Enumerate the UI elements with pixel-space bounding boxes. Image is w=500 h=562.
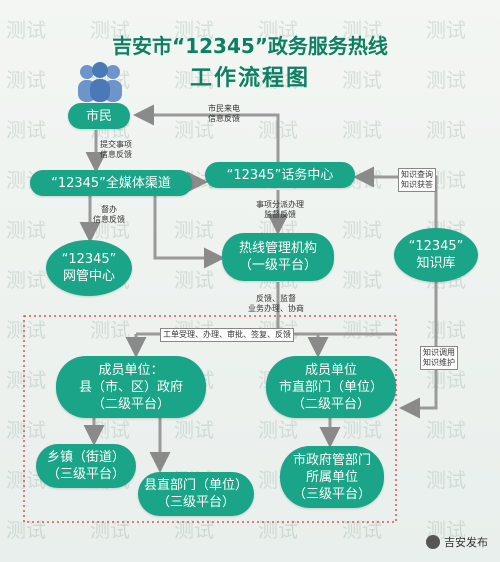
node-network-center: “12345” 网管中心: [46, 240, 132, 296]
node-citizen: 市民: [68, 103, 130, 129]
label-submit: 提交事项 信息反馈: [100, 140, 132, 159]
watermark-text: 测试: [342, 118, 382, 142]
watermark-text: 测试: [426, 468, 466, 492]
enterprise-line2: 所属单位: [305, 469, 358, 485]
watermark-text: 测试: [6, 418, 46, 442]
watermark-text: 测试: [342, 268, 382, 292]
node-city-department: 成员单位 市直部门（单位） （二级平台）: [266, 356, 396, 418]
watermark-text: 测试: [426, 68, 466, 92]
label-knowledge-query: 知识查询 知识获答: [398, 168, 436, 192]
connector-knowledge-to-second: [399, 280, 438, 419]
label-citizen-feedback: 市民来电 信息反馈: [208, 104, 240, 123]
watermark-text: 测试: [6, 368, 46, 392]
watermark-text: 测试: [6, 268, 46, 292]
connector-knowledge-to-callcenter: [353, 166, 438, 230]
township-line1: 乡镇（街道）: [46, 450, 125, 465]
hotline-line1: 热线管理机构: [238, 241, 317, 256]
citydept-line2: 市直部门（单位）: [278, 379, 383, 395]
watermark-text: 测试: [426, 118, 466, 142]
watermark-text: 测试: [174, 18, 214, 42]
township-line2: （三级平台）: [46, 467, 125, 482]
watermark-text: 测试: [6, 118, 46, 142]
node-media-channel: “12345”全媒体渠道: [30, 170, 192, 196]
node-knowledge-base: “12345” 知识库: [394, 228, 478, 282]
label-dispatch: 事项分派办理 监督反馈: [256, 200, 304, 219]
node-hotline-agency: 热线管理机构 （一级平台）: [222, 233, 334, 281]
watermark-text: 测试: [90, 18, 130, 42]
watermark-text: 测试: [174, 418, 214, 442]
citydept-line1: 成员单位: [304, 362, 357, 378]
county-line2: 县（市、区）政府: [78, 379, 183, 395]
network-line1: “12345”: [61, 252, 117, 267]
watermark-text: 测试: [90, 318, 130, 342]
node-township: 乡镇（街道） （三级平台）: [36, 444, 136, 488]
second-level-region: [23, 315, 397, 523]
citizen-group-icon: [70, 60, 130, 102]
watermark-text: 测试: [6, 68, 46, 92]
label-row-flow: 工单受理、办理、审批、签复、反馈: [160, 328, 294, 342]
label-knowledge-maint: 知识调用 知识维护: [420, 346, 458, 370]
watermark-text: 测试: [342, 68, 382, 92]
watermark-text: 测试: [342, 218, 382, 242]
wechat-icon: [426, 535, 440, 549]
node-city-enterprise: 市政府管部门 所属单位 （三级平台）: [280, 446, 384, 508]
watermark-text: 测试: [426, 368, 466, 392]
knowledge-line2: 知识库: [416, 256, 456, 271]
watermark-text: 测试: [174, 268, 214, 292]
citydept-line3: （二级平台）: [291, 396, 370, 412]
chart-title: 吉安市“12345”政务服务热线: [112, 34, 388, 58]
watermark-text: 测试: [258, 18, 298, 42]
watermark-text: 测试: [6, 318, 46, 342]
county-line3: （二级平台）: [91, 396, 170, 412]
watermark-text: 测试: [426, 418, 466, 442]
node-call-center: “12345”话务中心: [205, 162, 355, 188]
watermark-text: 测试: [342, 418, 382, 442]
label-supervise: 督办 信息反馈: [93, 205, 125, 224]
watermark-text: 测试: [342, 18, 382, 42]
node-county-government: 成员单位： 县（市、区）政府 （二级平台）: [56, 356, 206, 418]
enterprise-line1: 市政府管部门: [292, 452, 371, 468]
watermark-text: 测试: [6, 518, 46, 542]
watermark-text: 测试: [342, 318, 382, 342]
watermark-text: 测试: [258, 418, 298, 442]
county-line1: 成员单位：: [98, 362, 164, 378]
node-county-department: 县直部门（单位） （三级平台）: [138, 472, 254, 516]
knowledge-line1: “12345”: [408, 239, 464, 254]
watermark-text: 测试: [174, 218, 214, 242]
watermark-text: 测试: [6, 18, 46, 42]
connector-media-to-hotline: [153, 196, 225, 269]
watermark-text: 测试: [6, 218, 46, 242]
countydept-line2: （三级平台）: [156, 495, 235, 510]
watermark-text: 测试: [174, 68, 214, 92]
network-line2: 网管中心: [62, 269, 115, 284]
watermark-text: 测试: [258, 68, 298, 92]
source-footer: 吉安发布: [426, 534, 488, 550]
watermark-text: 测试: [174, 118, 214, 142]
footer-account: 吉安发布: [444, 536, 488, 549]
chart-subtitle: 工作流程图: [189, 66, 310, 91]
watermark-text: 测试: [426, 318, 466, 342]
enterprise-line3: （三级平台）: [292, 486, 371, 502]
watermark-text: 测试: [426, 18, 466, 42]
label-supervise-business: 反馈、监督 业务办理、协商: [248, 294, 304, 313]
hotline-line2: （一级平台）: [238, 258, 317, 273]
countydept-line1: 县直部门（单位）: [143, 478, 248, 493]
connector-callcenter-to-citizen: [133, 104, 280, 162]
